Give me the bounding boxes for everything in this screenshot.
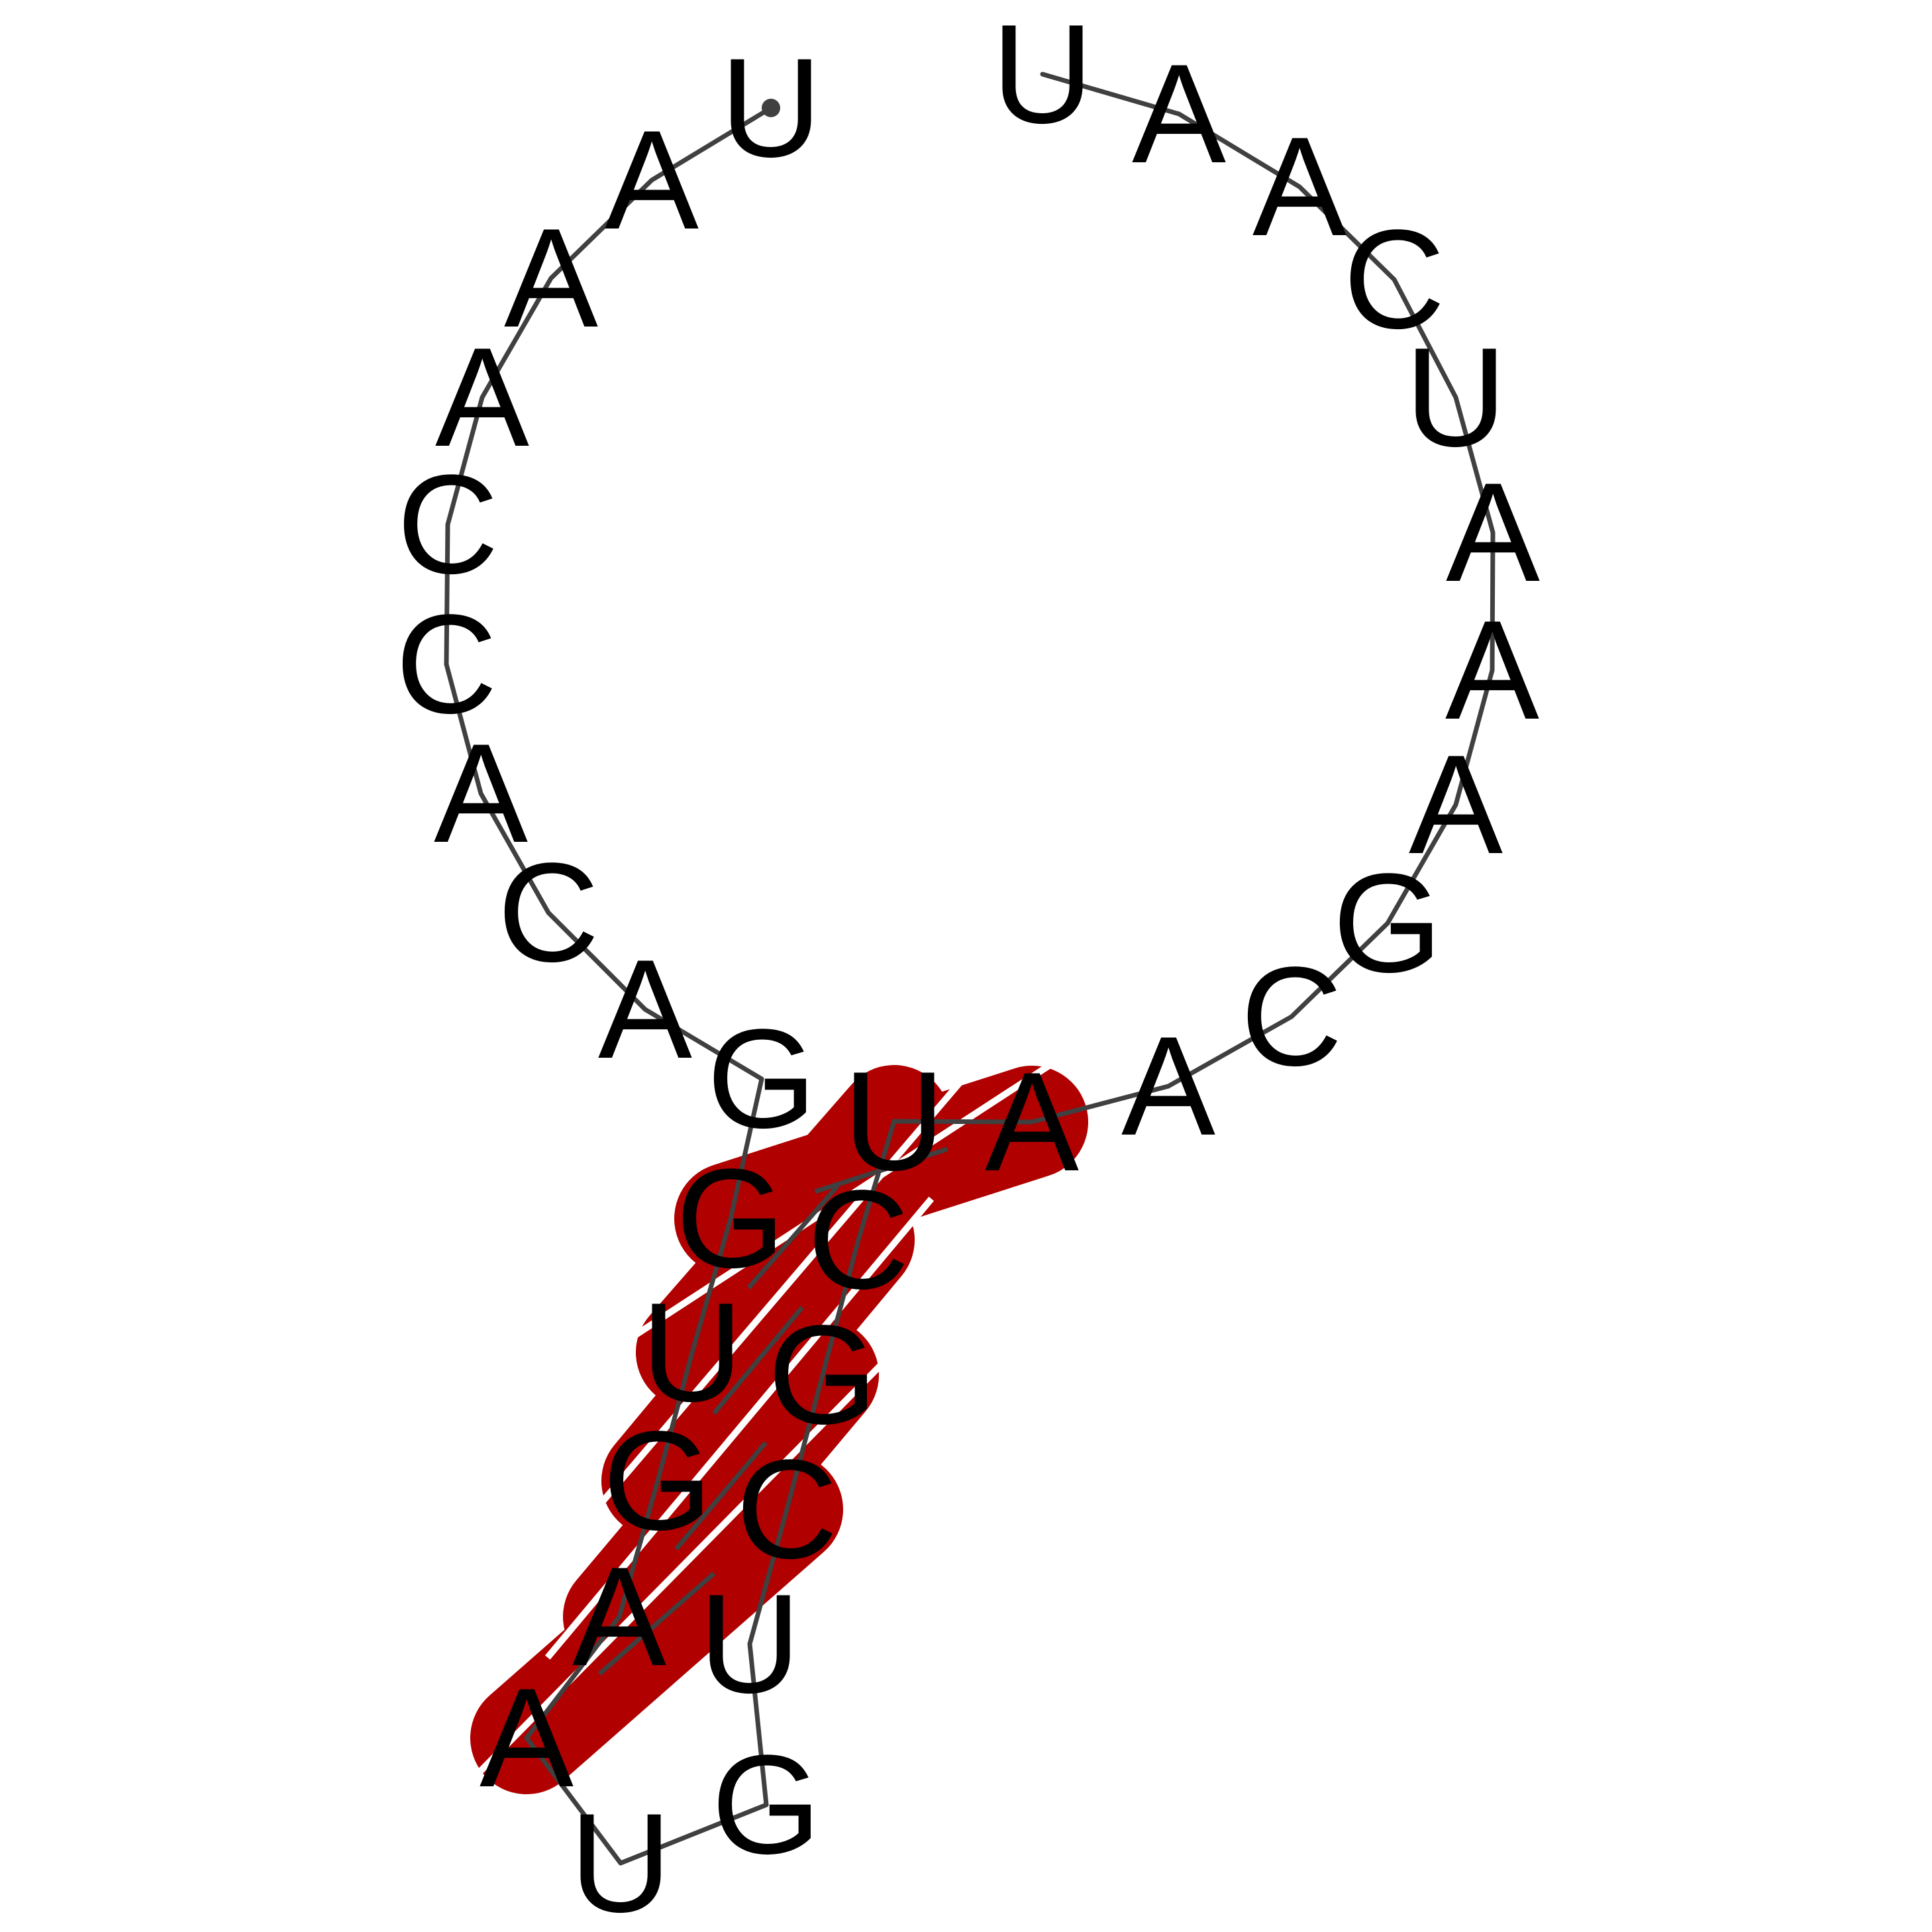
nucleotide-11: G bbox=[676, 1140, 786, 1297]
nucleotide-27: A bbox=[1409, 726, 1503, 884]
nucleotide-23: A bbox=[985, 1043, 1079, 1201]
backbone-layer bbox=[444, 72, 1496, 1866]
nucleotide-6: C bbox=[395, 585, 497, 743]
nucleotide-20: G bbox=[768, 1296, 878, 1454]
nucleotide-33: A bbox=[1132, 35, 1226, 193]
nucleotide-1: U bbox=[720, 29, 822, 187]
nucleotide-26: G bbox=[1333, 844, 1443, 1002]
nucleotide-28: A bbox=[1445, 591, 1539, 749]
nucleotide-4: A bbox=[435, 319, 529, 476]
nucleotide-2: A bbox=[605, 101, 699, 259]
nucleotide-34: U bbox=[991, 0, 1093, 153]
base-pair-bond bbox=[597, 1571, 716, 1676]
nucleotide-8: C bbox=[497, 834, 599, 991]
nucleotide-10: G bbox=[707, 1000, 817, 1158]
five-prime-end-marker bbox=[762, 99, 780, 117]
nucleotide-12: U bbox=[641, 1274, 743, 1431]
nucleotide-25: C bbox=[1241, 938, 1343, 1095]
nucleotide-7: A bbox=[434, 715, 528, 872]
nucleotide-14: A bbox=[572, 1538, 666, 1696]
nucleotide-17: G bbox=[711, 1726, 821, 1884]
nucleotide-21: C bbox=[807, 1161, 909, 1319]
nucleotide-18: U bbox=[699, 1565, 801, 1723]
nucleotide-32: A bbox=[1252, 108, 1347, 266]
base-pair-rungs bbox=[597, 1146, 948, 1676]
nucleotide-16: U bbox=[570, 1784, 672, 1932]
nucleotide-5: C bbox=[397, 446, 499, 603]
nucleotide-24: A bbox=[1121, 1007, 1215, 1165]
nucleotide-31: C bbox=[1343, 201, 1445, 358]
stem-pair-separator bbox=[582, 1072, 970, 1525]
base-pair-bond bbox=[746, 1184, 840, 1290]
stem-pair-separator bbox=[596, 1044, 1078, 1362]
nucleotide-9: A bbox=[598, 931, 692, 1088]
base-pair-bond bbox=[712, 1305, 804, 1415]
nucleotide-13: G bbox=[603, 1402, 713, 1560]
nucleotide-22: U bbox=[843, 1042, 945, 1200]
nucleotide-30: U bbox=[1405, 319, 1507, 476]
five-prime-marker-layer bbox=[762, 99, 780, 117]
nucleotide-3: A bbox=[504, 199, 598, 357]
nucleotide-19: C bbox=[736, 1431, 838, 1588]
stem-pair-separator bbox=[544, 1196, 935, 1660]
nucleotide-29: A bbox=[1446, 454, 1540, 611]
base-pair-bond bbox=[814, 1146, 948, 1194]
stem-pair-separator bbox=[466, 1334, 912, 1786]
base-pair-bond bbox=[674, 1441, 768, 1551]
backbone-line bbox=[444, 72, 1496, 1866]
nucleotide-15: A bbox=[480, 1659, 574, 1817]
